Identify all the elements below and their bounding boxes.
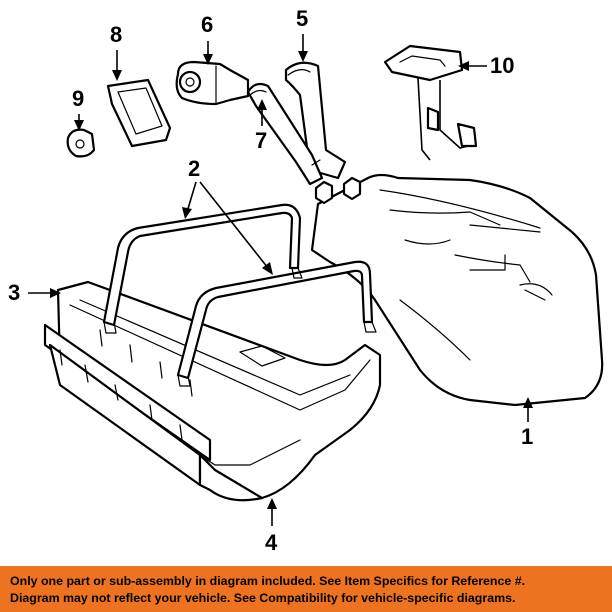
lock-ring bbox=[66, 128, 96, 158]
fuel-sending-unit bbox=[383, 44, 478, 161]
callout-2: 2 bbox=[188, 156, 201, 181]
disclaimer-banner: Only one part or sub-assembly in diagram… bbox=[0, 566, 612, 612]
callout-3: 3 bbox=[8, 280, 21, 305]
callout-1: 1 bbox=[521, 424, 534, 449]
callout-9: 9 bbox=[72, 86, 85, 111]
callout-10: 10 bbox=[490, 53, 515, 78]
callout-4: 4 bbox=[265, 530, 278, 555]
disclaimer-line-2: Diagram may not reflect your vehicle. Se… bbox=[10, 591, 516, 605]
tank-skid-plate bbox=[43, 280, 382, 502]
parts-diagram bbox=[28, 34, 604, 526]
sending-unit-gasket bbox=[106, 78, 172, 148]
leader-lines bbox=[28, 34, 533, 526]
callout-5: 5 bbox=[296, 6, 309, 31]
callout-6: 6 bbox=[201, 12, 214, 37]
callout-8: 8 bbox=[110, 22, 123, 47]
fuel-pump bbox=[175, 60, 250, 106]
fuel-tank bbox=[310, 173, 604, 407]
tank-straps bbox=[102, 203, 377, 387]
disclaimer-line-1: Only one part or sub-assembly in diagram… bbox=[10, 574, 526, 588]
callout-7: 7 bbox=[255, 128, 268, 153]
